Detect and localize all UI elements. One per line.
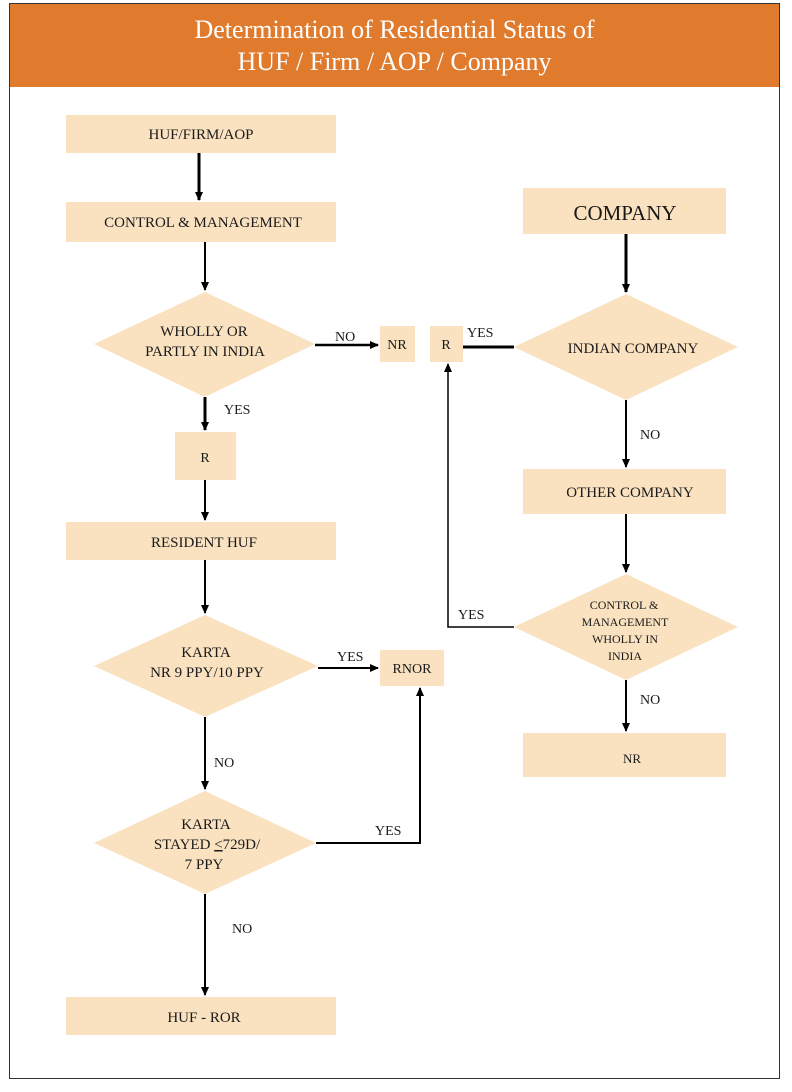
decision-karta-nr	[94, 615, 318, 717]
label-no-stayed: NO	[232, 922, 252, 937]
node-nr-left	[380, 326, 415, 362]
node-other-company-label: OTHER COMPANY	[566, 485, 694, 501]
node-nr-left-label: NR	[387, 338, 407, 353]
decision-wholly-partly	[94, 292, 315, 397]
decision-karta-stayed-line1: KARTA	[181, 817, 231, 833]
label-yes-karta-nr: YES	[337, 650, 363, 665]
node-control-management	[66, 202, 336, 242]
label-yes-cm: YES	[458, 608, 484, 623]
node-r-left	[175, 432, 236, 480]
node-huf-firm-aop	[66, 115, 336, 153]
node-company	[523, 188, 726, 234]
header-title-line1: Determination of Residential Status of	[194, 14, 595, 44]
page-header: Determination of Residential Status of H…	[10, 4, 779, 87]
label-yes-indian: YES	[467, 326, 493, 341]
arrow-cm-to-r	[444, 363, 514, 628]
arrow-stayed-to-rnor	[316, 687, 424, 844]
decision-control-management-company	[514, 574, 738, 680]
label-no-wholly: NO	[335, 330, 355, 345]
node-nr-right-label: NR	[623, 751, 641, 766]
label-no-indian: NO	[640, 428, 660, 443]
decision-cm-line2: MANAGEMENT	[582, 615, 669, 629]
node-company-label: COMPANY	[573, 201, 676, 225]
label-yes-stayed: YES	[375, 824, 401, 839]
decision-cm-line3: WHOLLY IN	[592, 632, 658, 646]
label-no-cm: NO	[640, 693, 660, 708]
decision-karta-stayed	[94, 791, 316, 894]
node-other-company	[523, 469, 726, 514]
decision-karta-nr-line1: KARTA	[181, 645, 231, 661]
decision-cm-line1: CONTROL &	[590, 598, 659, 612]
decision-karta-stayed-line3: 7 PPY	[185, 857, 224, 873]
decision-indian-company-label: INDIAN COMPANY	[568, 341, 699, 357]
node-resident-huf-label: RESIDENT HUF	[151, 535, 257, 551]
node-huf-ror-label: HUF - ROR	[167, 1010, 240, 1026]
node-control-management-label: CONTROL & MANAGEMENT	[104, 215, 302, 231]
node-huf-ror	[66, 997, 336, 1035]
node-huf-firm-aop-label: HUF/FIRM/AOP	[148, 127, 253, 143]
node-rnor-label: RNOR	[393, 662, 433, 677]
node-resident-huf	[66, 522, 336, 560]
label-no-karta-nr: NO	[214, 756, 234, 771]
decision-karta-nr-line2: NR 9 PPY/10 PPY	[150, 665, 264, 681]
node-nr-right	[523, 733, 726, 777]
decision-wholly-partly-line2: PARTLY IN INDIA	[145, 344, 265, 360]
decision-cm-line4: INDIA	[608, 649, 642, 663]
decision-indian-company	[514, 294, 738, 400]
node-r-left-label: R	[200, 451, 210, 466]
decision-karta-stayed-line2: STAYED <729D/	[154, 837, 261, 853]
node-rnor	[380, 650, 444, 686]
header-title-line2: HUF / Firm / AOP / Company	[237, 46, 552, 76]
label-yes-wholly: YES	[224, 403, 250, 418]
node-r-right-label: R	[441, 338, 451, 353]
decision-wholly-partly-line1: WHOLLY OR	[160, 324, 248, 340]
le-symbol: <	[214, 837, 222, 853]
node-r-right	[430, 326, 463, 362]
